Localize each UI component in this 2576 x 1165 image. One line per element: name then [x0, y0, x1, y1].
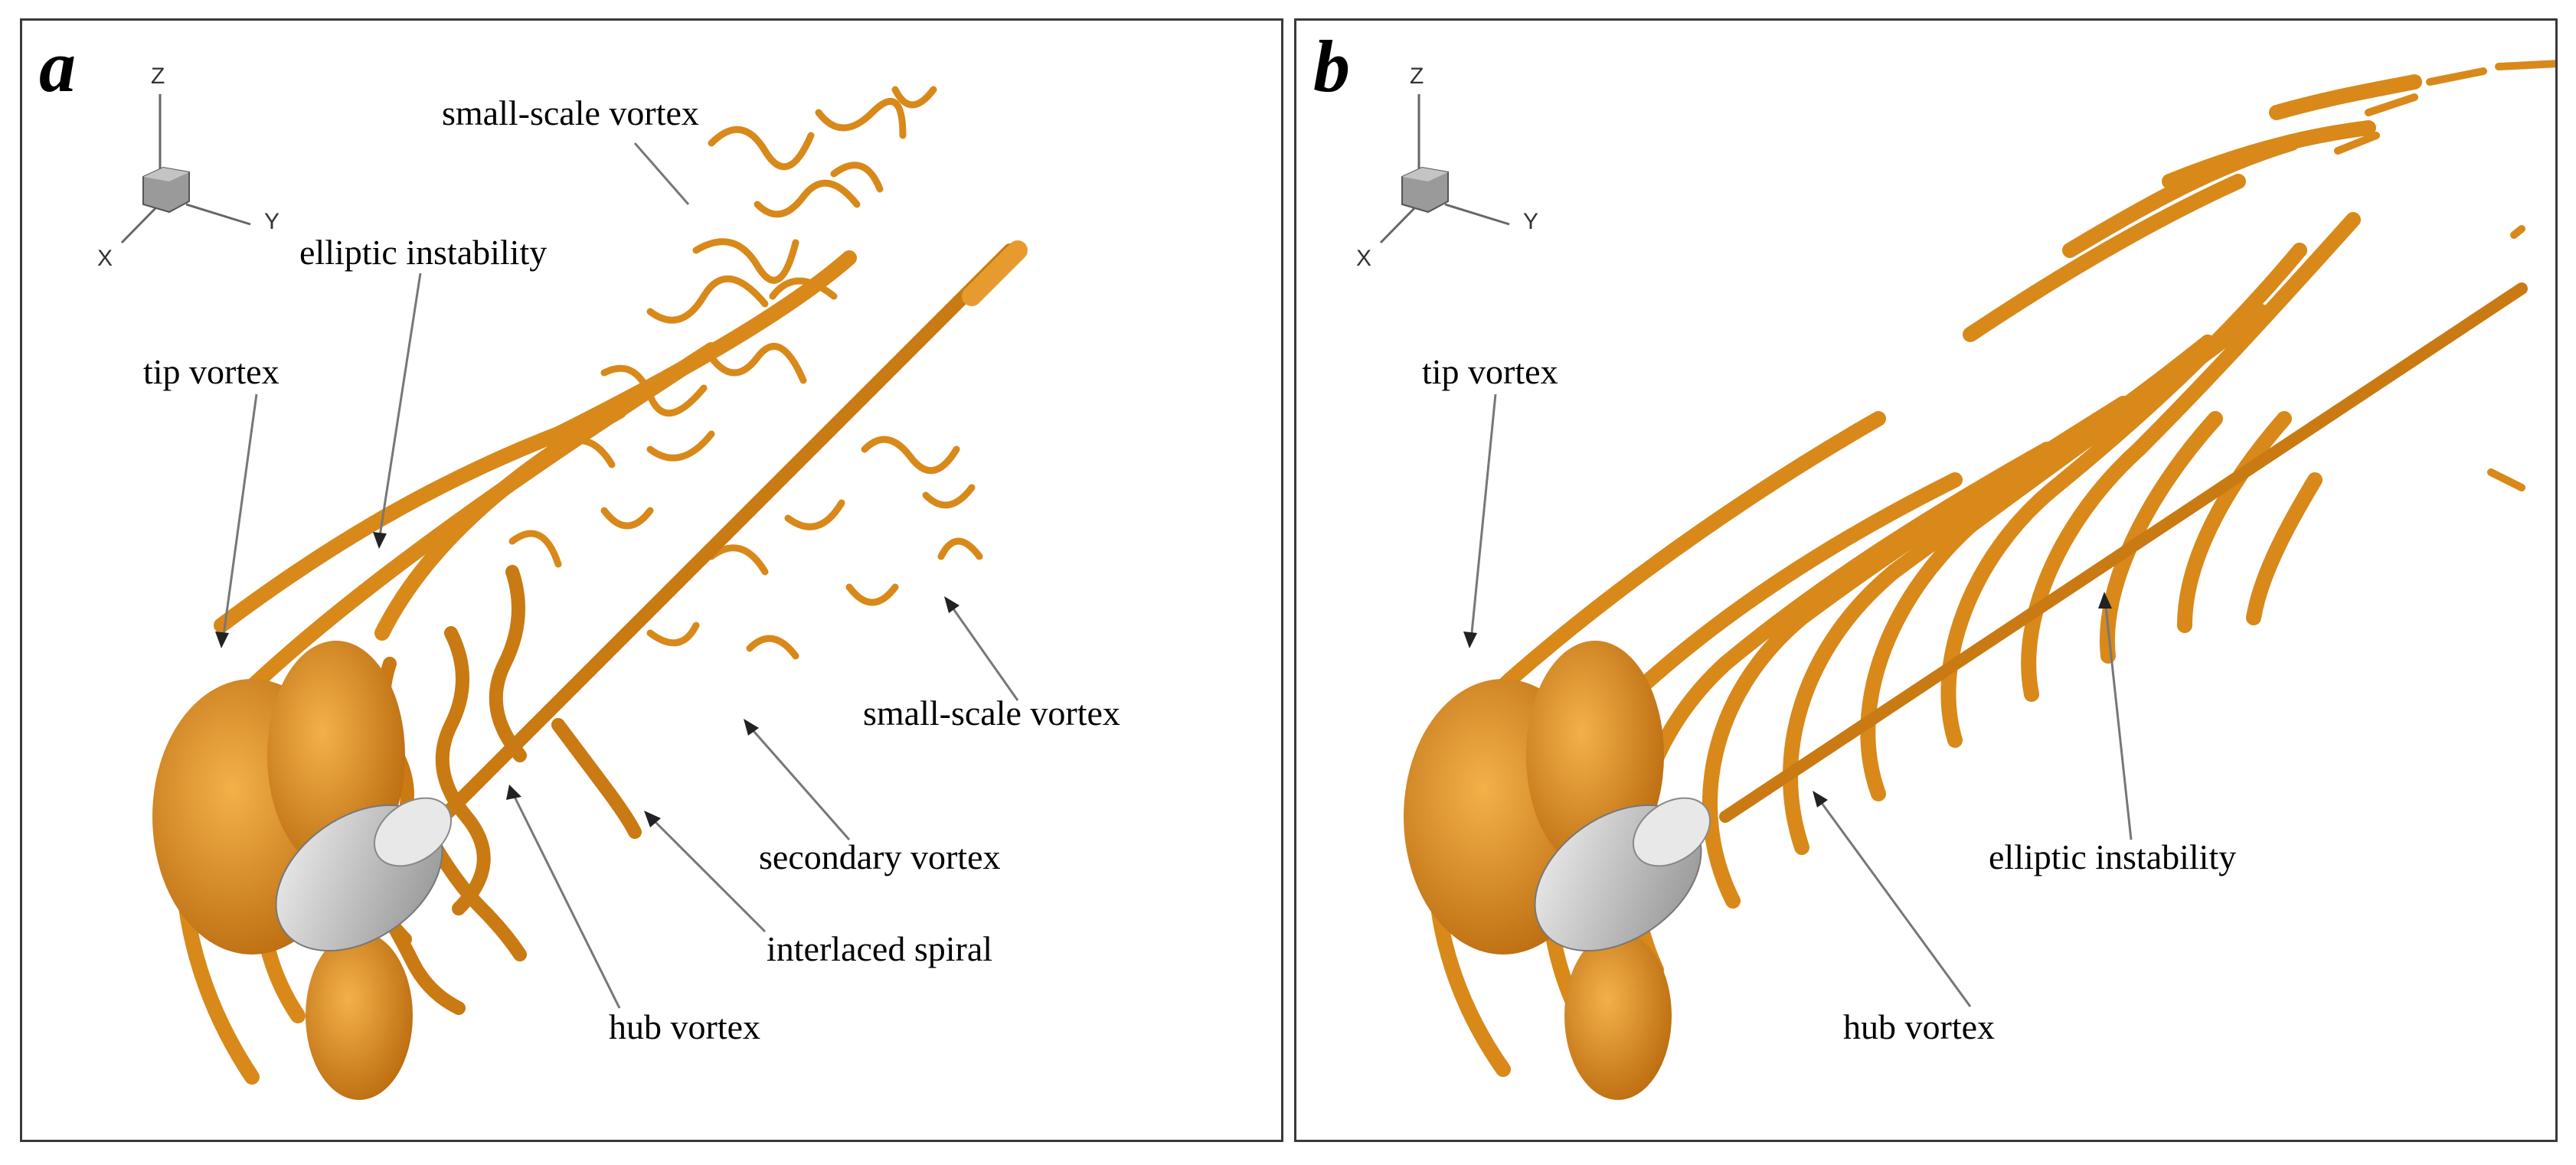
- label-small-scale-vortex-right: small-scale vortex: [863, 693, 1120, 733]
- panel-b: b Z X Y: [1294, 18, 2558, 1142]
- axis-y-label: Y: [264, 209, 280, 234]
- axis-triad: Z X Y: [1356, 64, 1538, 271]
- label-elliptic-instability: elliptic instability: [299, 233, 547, 272]
- panel-a-figure: a Z X Y: [39, 25, 1120, 1100]
- label-hub-vortex: hub vortex: [609, 1007, 760, 1046]
- axis-x-label: X: [97, 246, 113, 271]
- blade-disc-lower: [1564, 932, 1672, 1100]
- axis-z-label: Z: [1410, 64, 1424, 89]
- axis-y-label: Y: [1523, 209, 1538, 234]
- vortex-wake: [152, 86, 1028, 1100]
- panel-b-figure: b Z X Y: [1313, 25, 2555, 1100]
- label-elliptic-instability: elliptic instability: [1989, 837, 2236, 876]
- interlaced-spiral-tubes: [368, 565, 642, 1015]
- panel-a: a Z X Y: [20, 18, 1283, 1142]
- leader-lines: [1463, 393, 2133, 1007]
- small-scale-vortex-cloud: [508, 86, 983, 660]
- label-hub-vortex: hub vortex: [1843, 1007, 1995, 1046]
- label-small-scale-vortex-top: small-scale vortex: [442, 93, 699, 132]
- axis-z-label: Z: [151, 64, 165, 89]
- leader-lines: [215, 142, 1019, 1009]
- panel-label-a: a: [39, 25, 76, 107]
- elliptic-instability-fragments: [2334, 60, 2555, 491]
- blade-disc-lower: [306, 932, 413, 1100]
- label-interlaced-spiral: interlaced spiral: [767, 929, 992, 968]
- label-secondary-vortex: secondary vortex: [759, 837, 1001, 876]
- hub-vortex-line: [429, 243, 1017, 831]
- label-tip-vortex: tip vortex: [143, 352, 280, 391]
- vortex-wake: [1404, 60, 2555, 1100]
- panel-label-b: b: [1313, 25, 1350, 107]
- hub-vortex-line: [1719, 282, 2528, 823]
- axis-x-label: X: [1356, 246, 1371, 271]
- axis-triad: Z X Y: [97, 64, 280, 271]
- label-tip-vortex: tip vortex: [1422, 352, 1558, 391]
